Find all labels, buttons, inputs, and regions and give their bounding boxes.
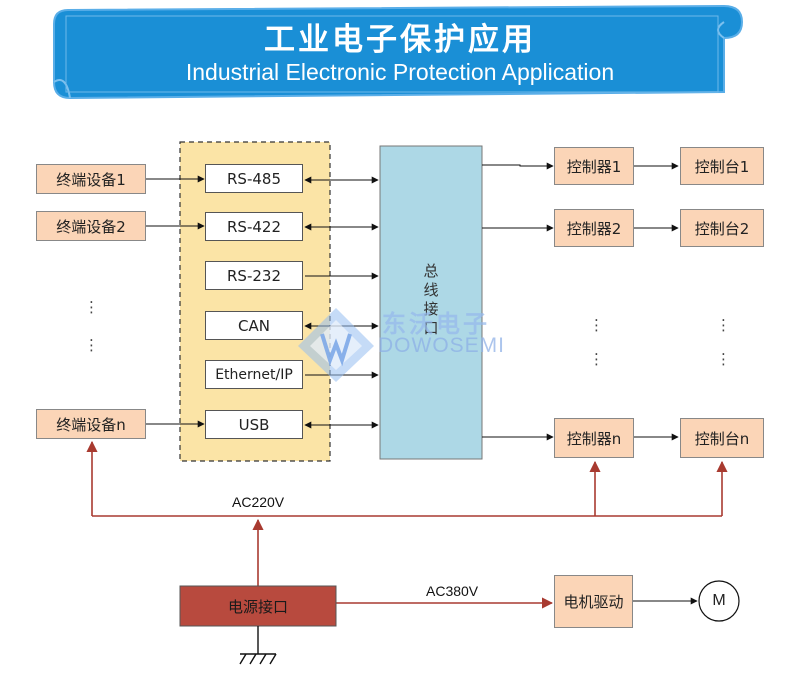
controller-box-2: 控制器2 <box>554 209 634 247</box>
ground-icon <box>239 626 277 665</box>
power-interface-block <box>179 585 337 627</box>
ellipsis-controllers-1: ⋮ <box>589 316 604 334</box>
title-banner <box>53 4 744 100</box>
protocol-ethernet-ip: Ethernet/IP <box>205 360 303 389</box>
ellipsis-consoles-2: ⋮ <box>716 350 731 368</box>
ac380-label: AC380V <box>426 583 479 599</box>
console-box-2: 控制台2 <box>680 209 764 247</box>
bus-interface-block <box>379 145 483 460</box>
console-box-n: 控制台n <box>680 418 764 458</box>
title-english: Industrial Electronic Protection Applica… <box>185 59 615 85</box>
terminal-box-2: 终端设备2 <box>36 211 146 241</box>
ellipsis-terminals-2: ⋮ <box>84 336 99 354</box>
motor-label: M <box>712 592 726 609</box>
watermark-text-en: DOWOSEMI <box>378 334 505 357</box>
ellipsis-controllers-2: ⋮ <box>589 350 604 368</box>
watermark-text-zh: 东沃电子 <box>382 310 490 338</box>
terminal-box-n: 终端设备n <box>36 409 146 439</box>
protocol-rs422: RS-422 <box>205 212 303 241</box>
protocol-rs232: RS-232 <box>205 261 303 290</box>
ellipsis-terminals-1: ⋮ <box>84 298 99 316</box>
motor-circle <box>698 580 740 622</box>
title-chinese: 工业电子保护应用 <box>264 22 536 58</box>
ac220-label: AC220V <box>232 494 285 510</box>
controller-box-n: 控制器n <box>554 418 634 458</box>
protocol-can: CAN <box>205 311 303 340</box>
motor-drive-box: 电机驱动 <box>554 575 633 628</box>
arrow-bus-controller1 <box>482 162 554 170</box>
console-box-1: 控制台1 <box>680 147 764 185</box>
watermark-logo-icon <box>298 308 374 382</box>
protocol-panel <box>179 141 331 462</box>
ellipsis-consoles-1: ⋮ <box>716 316 731 334</box>
bus-interface-label: 总线接口 <box>423 262 439 337</box>
terminal-box-1: 终端设备1 <box>36 164 146 194</box>
power-interface-label: 电源接口 <box>227 597 288 616</box>
controller-box-1: 控制器1 <box>554 147 634 185</box>
protocol-usb: USB <box>205 410 303 439</box>
protocol-rs485: RS-485 <box>205 164 303 193</box>
